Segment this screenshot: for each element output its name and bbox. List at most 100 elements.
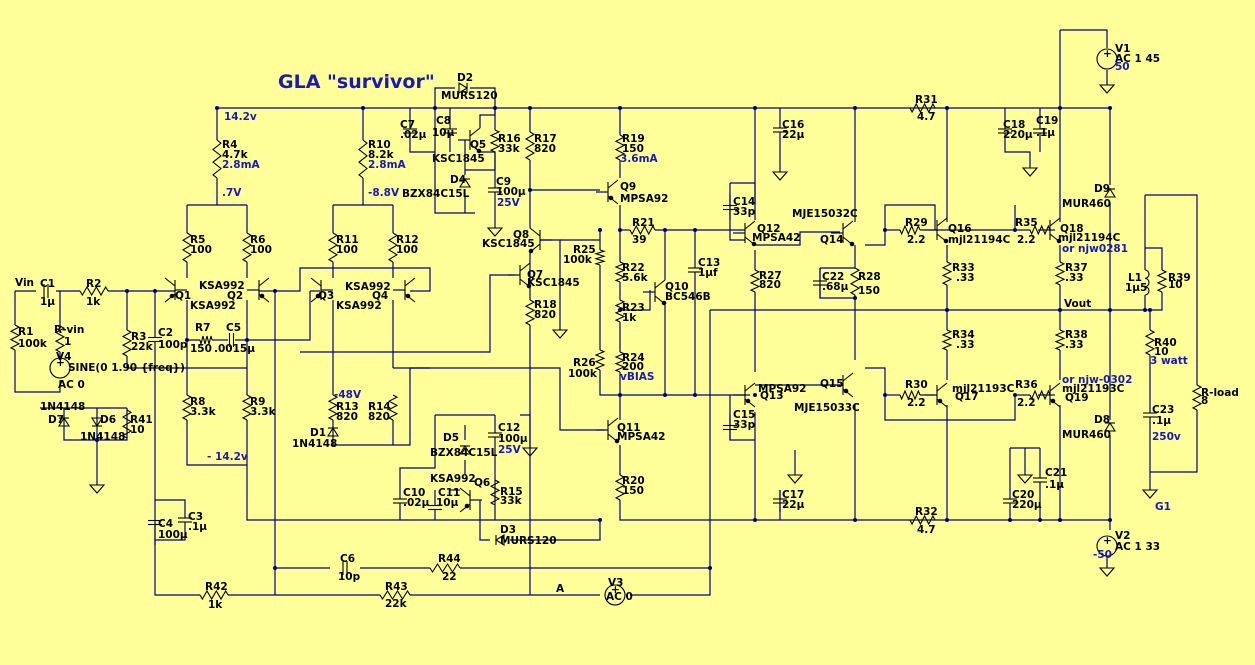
resistor-zigzag [1156, 269, 1168, 293]
wire [97, 408, 128, 441]
resistor-zigzag [1144, 329, 1156, 356]
ground-symbol [771, 171, 789, 181]
d7-label: D7 [48, 414, 64, 426]
transistor-symbol [393, 277, 416, 303]
q19-label: Q19 [1065, 392, 1089, 404]
v4-label: V4 [56, 351, 71, 363]
resistor-symbol [594, 349, 606, 371]
junction-dot [361, 106, 365, 110]
resistor-zigzag [489, 129, 501, 153]
r9-label: R9 [250, 396, 265, 408]
q2-value: KSA992 [199, 280, 245, 292]
wire [155, 499, 186, 510]
c10-value: .02µ [403, 497, 430, 509]
wire [300, 274, 515, 353]
c5-value: .0015µ [214, 343, 255, 355]
q14-value: MJE15032C [792, 208, 858, 220]
ground-symbol [521, 447, 539, 457]
ground-symbol [1141, 489, 1159, 499]
resistor-zigzag [1191, 384, 1203, 411]
c7-label: C7 [400, 119, 415, 131]
resistor-zigzag [849, 267, 861, 296]
net-label-a: A [556, 583, 565, 595]
transistor-arrow [526, 283, 532, 289]
resistor-zigzag [199, 335, 213, 345]
c4-value: 100µ [158, 529, 188, 541]
junction-dot [618, 106, 622, 110]
junction-dot [1008, 518, 1012, 522]
c21-label: C21 [1045, 467, 1067, 479]
c9-value: 100µ [496, 186, 526, 198]
d1-label: D1 [310, 427, 326, 439]
q9-value: MPSA92 [620, 193, 668, 205]
r41-label: R41 [130, 414, 153, 426]
note-voltage: -8.8V [368, 187, 400, 199]
q15-value: MJE15033C [794, 402, 860, 414]
resistor-symbol [1054, 261, 1066, 286]
v1-dc: 50 [1115, 61, 1130, 73]
r38-value: .33 [1065, 339, 1084, 351]
transistor-collector [842, 220, 854, 230]
wire [155, 530, 186, 541]
resistor-zigzag [941, 329, 953, 351]
junction-dot [883, 228, 887, 232]
diode-symbol [1104, 187, 1116, 198]
capacitor-symbol [148, 500, 162, 545]
resistor-symbol [54, 325, 66, 353]
resistor-symbol [181, 394, 193, 421]
transistor-symbol [733, 382, 756, 408]
ground-symbol [786, 474, 804, 484]
junction-dot [125, 289, 129, 293]
transistor-symbol [310, 277, 333, 303]
capacitor-symbol [428, 500, 442, 515]
v2-dc: -50 [1093, 549, 1112, 561]
r27-value: 820 [759, 279, 781, 291]
resistor-zigzag [181, 394, 193, 421]
ground-symbol [486, 227, 504, 237]
capacitor-symbol [393, 490, 407, 512]
transistor-collector [607, 417, 619, 427]
q10-label: Q10 [665, 281, 689, 293]
diode-symbol [58, 416, 70, 427]
l1-label: L1 [1128, 272, 1142, 284]
c5-label: C5 [226, 322, 241, 334]
q6-label: Q6 [474, 477, 490, 489]
r21-value: 39 [632, 234, 647, 246]
r39-label: R39 [1168, 272, 1191, 284]
resistor-zigzag [327, 394, 339, 421]
q3-label: Q3 [318, 290, 334, 302]
resistor-zigzag [121, 409, 133, 439]
transistor-arrow [843, 388, 849, 394]
c8-value: 10µ [432, 127, 455, 139]
resistor-zigzag [181, 232, 193, 263]
diode-symbol [1104, 421, 1116, 432]
r42-label: R42 [205, 581, 228, 593]
ground-triangle [486, 227, 504, 237]
transistor-collector [404, 277, 416, 287]
c14-value: 33p [733, 206, 756, 218]
resistor-zigzag [241, 232, 253, 263]
transistor-arrow [1056, 238, 1062, 244]
ground-triangle [1141, 489, 1159, 499]
resistor-symbol [1156, 269, 1168, 293]
c4-label: C4 [158, 518, 173, 530]
resistor-symbol [212, 139, 222, 179]
resistor-symbol [9, 324, 21, 351]
r39-value: 10 [1168, 279, 1183, 291]
r18-label: R18 [534, 299, 557, 311]
c19-label: C19 [1036, 115, 1058, 127]
d8-value: MUR460 [1062, 429, 1111, 441]
rvin-value: 1 [64, 336, 71, 348]
r42-value: 1k [208, 599, 223, 611]
transistor-collector [607, 179, 619, 189]
d9-label: D9 [1094, 183, 1110, 195]
transistor-arrow [745, 398, 751, 404]
ground-triangle [771, 171, 789, 181]
q18-value: mjl21194C [1058, 232, 1121, 244]
transistor-symbol [508, 262, 532, 289]
c15-value: 33p [733, 419, 756, 431]
r5-label: R5 [190, 234, 205, 246]
r1-label: R1 [18, 326, 33, 338]
junction-dot [1108, 518, 1112, 522]
capacitor-symbol [403, 120, 417, 142]
